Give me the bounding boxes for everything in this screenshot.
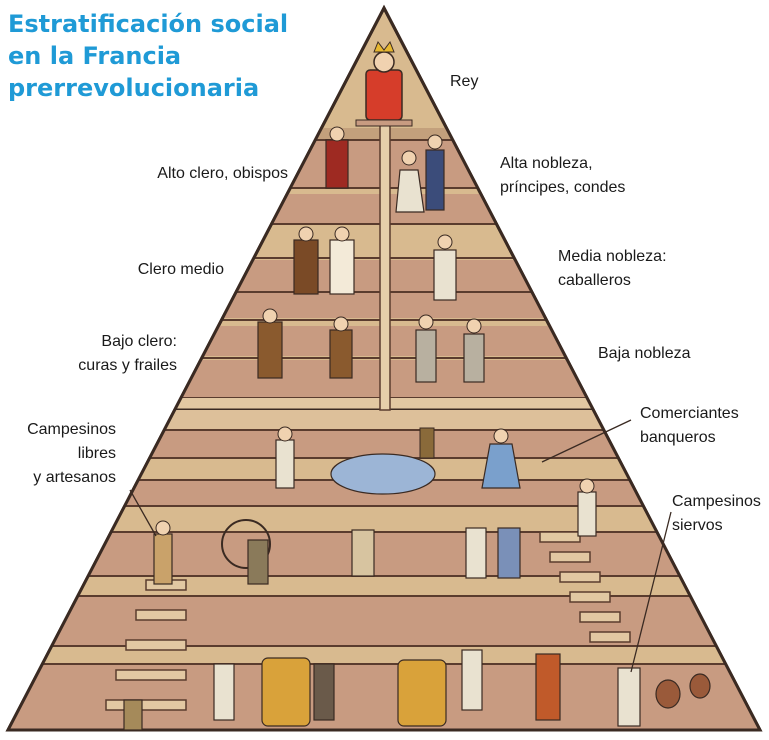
label-line: Media nobleza:: [558, 248, 667, 265]
label-line: Alta nobleza,: [500, 155, 593, 172]
title-line: Estratificación social: [8, 10, 289, 38]
merchants-bankers-figures: [275, 426, 521, 495]
title-line: en la Francia: [8, 42, 182, 70]
label-line: banqueros: [640, 429, 716, 446]
label-line: libres: [77, 445, 116, 462]
label-line: curas y frailes: [78, 357, 177, 374]
low-clergy-figures: [257, 308, 353, 379]
serf-figures: [123, 649, 711, 731]
label-line: Campesinos: [672, 493, 761, 510]
title-line: prerrevolucionaria: [8, 74, 260, 102]
climbing-peasant: [577, 478, 597, 537]
middle-clergy-figures: [293, 226, 355, 295]
label-campesinos-libres: Campesinos libres y artesanos: [6, 418, 116, 490]
label-line: Rey: [450, 73, 479, 90]
high-clergy-figure: [325, 126, 349, 189]
leader-line-comerciantes: [541, 419, 632, 463]
label-rey: Rey: [450, 70, 478, 94]
label-bajo-clero: Bajo clero: curas y frailes: [60, 330, 177, 378]
label-line: Campesinos: [27, 421, 116, 438]
leader-line-campesinos-siervos: [630, 511, 672, 673]
left-staircase: [105, 579, 187, 711]
label-alto-clero: Alto clero, obispos: [110, 162, 288, 186]
artisans-figures: [153, 519, 521, 585]
label-media-nobleza: Media nobleza: caballeros: [558, 245, 667, 293]
label-baja-nobleza: Baja nobleza: [598, 342, 691, 366]
label-line: siervos: [672, 517, 723, 534]
label-line: Comerciantes: [640, 405, 739, 422]
right-staircase: [539, 531, 631, 643]
clergy-nobility-divider: [379, 124, 391, 411]
leader-line-campesinos-libres: [129, 489, 157, 537]
label-clero-medio: Clero medio: [110, 258, 224, 282]
label-line: príncipes, condes: [500, 179, 626, 196]
pyramid-outline: [5, 4, 763, 732]
label-campesinos-siervos: Campesinos siervos: [672, 490, 761, 538]
label-line: Bajo clero:: [101, 333, 177, 350]
label-line: Baja nobleza: [598, 345, 691, 362]
label-line: caballeros: [558, 272, 631, 289]
label-comerciantes: Comerciantes banqueros: [640, 402, 739, 450]
diagram-title: Estratificación social en la Francia pre…: [8, 8, 289, 104]
high-nobility-figures: [395, 134, 445, 213]
label-line: y artesanos: [33, 469, 116, 486]
king-figure: [355, 40, 413, 127]
low-nobility-figures: [415, 314, 485, 383]
label-line: Clero medio: [137, 261, 224, 278]
middle-nobility-figure: [433, 234, 457, 301]
label-line: Alto clero, obispos: [157, 165, 288, 182]
label-alta-nobleza: Alta nobleza, príncipes, condes: [500, 152, 625, 200]
